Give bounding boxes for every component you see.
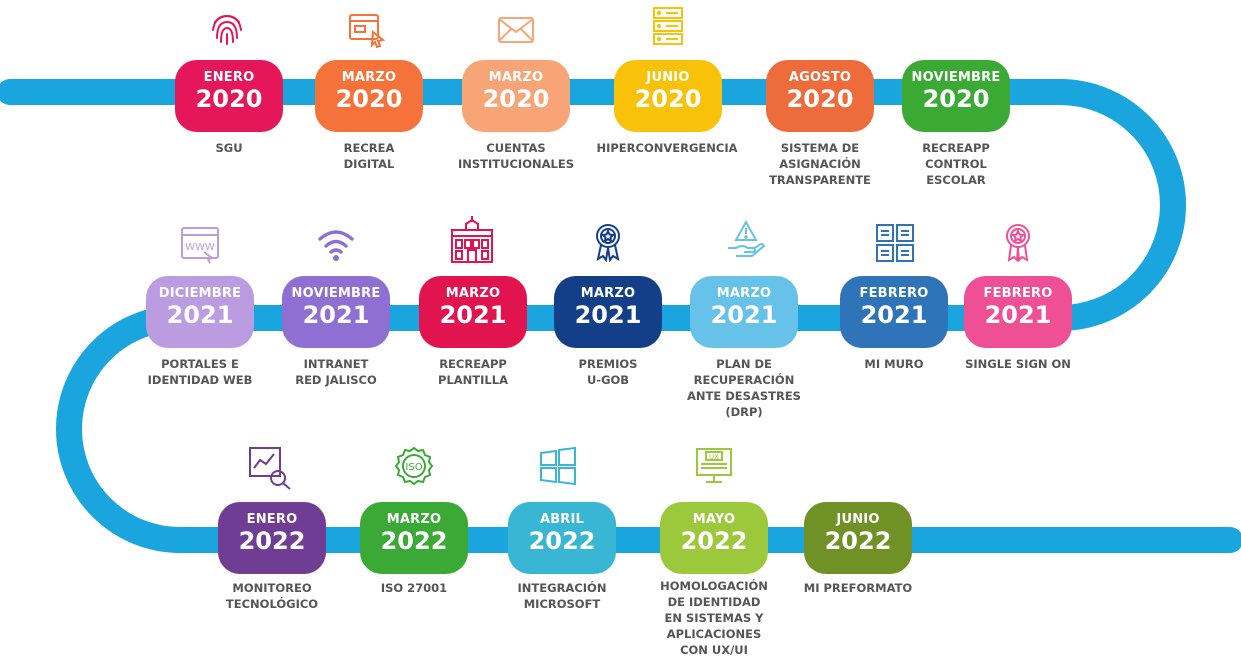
milestone-year: 2021 [710, 301, 778, 329]
milestone-month: MARZO [386, 512, 442, 527]
milestone-label: SISTEMA DE ASIGNACIÓN TRANSPARENTE [769, 141, 871, 187]
svg-text:UX: UX [709, 453, 719, 461]
milestone-pill-abril-2022: ABRIL 2022 [508, 502, 616, 574]
milestone-month: ENERO [203, 70, 255, 85]
milestone-pill-enero-2020: ENERO 2020 [175, 60, 283, 132]
milestone-month: FEBRERO [983, 286, 1053, 301]
web-window-cursor-icon [349, 14, 386, 49]
milestone-label: RECREA DIGITAL [343, 141, 395, 171]
milestone-month: NOVIEMBRE [911, 70, 1001, 85]
milestone-month: ABRIL [539, 512, 585, 527]
milestone-year: 2022 [528, 527, 596, 555]
milestone-month: JUNIO [836, 512, 880, 527]
milestone-year: 2020 [335, 85, 403, 113]
milestone-month: MARZO [445, 286, 501, 301]
milestone-pill-marzo-2021-c: MARZO 2021 [419, 276, 527, 348]
milestone-pill-junio-2020: JUNIO 2020 [614, 60, 722, 132]
milestone-label: SINGLE SIGN ON [965, 357, 1071, 371]
milestone-year: 2021 [166, 301, 234, 329]
milestone-year: 2022 [824, 527, 892, 555]
fingerprint-icon [212, 14, 242, 45]
milestone-month: MAYO [692, 512, 736, 527]
milestone-pill-agosto-2020: AGOSTO 2020 [766, 60, 874, 132]
milestone-pill-marzo-2020-b: MARZO 2020 [462, 60, 570, 132]
milestone-label: CUENTAS INSTITUCIONALES [458, 141, 574, 171]
milestone-year: 2020 [922, 85, 990, 113]
milestone-year: 2020 [482, 85, 550, 113]
award-medal-icon [596, 224, 620, 262]
milestone-label: MONITOREO TECNOLÓGICO [225, 581, 319, 611]
milestone-label: ISO 27001 [380, 581, 448, 595]
milestone-label: PLAN DE RECUPERACIÓN ANTE DESASTRES (DRP… [687, 357, 801, 419]
milestone-pill-marzo-2021-b: MARZO 2021 [554, 276, 662, 348]
milestone-label: PREMIOS U-GOB [578, 357, 638, 387]
milestone-year: 2020 [195, 85, 263, 113]
milestone-pill-mayo-2022: MAYO 2022 [660, 502, 768, 574]
server-rack-icon [653, 7, 683, 45]
milestone-month: MARZO [580, 286, 636, 301]
milestone-year: 2021 [302, 301, 370, 329]
www-browser-icon: WWW [181, 227, 219, 264]
milestone-year: 2021 [439, 301, 507, 329]
iso-badge-icon: ISO [394, 446, 434, 486]
dashboard-panels-icon [876, 224, 914, 262]
milestone-year: 2020 [786, 85, 854, 113]
milestone-month: ENERO [246, 512, 298, 527]
milestone-pill-marzo-2022: MARZO 2022 [360, 502, 468, 574]
milestone-label: INTRANET RED JALISCO [295, 357, 377, 387]
milestone-month: DICIEMBRE [158, 286, 242, 301]
svg-text:ISO: ISO [405, 462, 422, 473]
ux-monitor-icon: UX [696, 448, 732, 483]
milestone-month: MARZO [716, 286, 772, 301]
milestone-year: 2021 [860, 301, 928, 329]
milestone-year: 2021 [984, 301, 1052, 329]
school-building-icon [451, 216, 493, 263]
svg-text:WWW: WWW [185, 242, 215, 253]
analytics-magnifier-icon [249, 447, 291, 490]
milestone-label: PORTALES E IDENTIDAD WEB [147, 357, 253, 387]
award-ribbon-icon [1006, 224, 1030, 262]
milestone-label: INTEGRACIÓN MICROSOFT [517, 581, 607, 611]
milestone-label: HOMOLOGACIÓN DE IDENTIDAD EN SISTEMAS Y … [660, 579, 768, 657]
milestone-month: AGOSTO [788, 70, 852, 85]
milestone-label: MI MURO [864, 357, 924, 371]
milestone-label: HIPERCONVERGENCIA [596, 141, 738, 155]
milestone-label: SGU [215, 141, 243, 155]
milestone-label: RECREAPP CONTROL ESCOLAR [922, 141, 990, 187]
milestone-label: RECREAPP PLANTILLA [438, 357, 508, 387]
wifi-icon [318, 230, 354, 261]
milestone-month: MARZO [341, 70, 397, 85]
milestone-month: NOVIEMBRE [291, 286, 381, 301]
milestone-pill-marzo-2021-a: MARZO 2021 [690, 276, 798, 348]
milestone-year: 2020 [634, 85, 702, 113]
milestone-month: FEBRERO [859, 286, 929, 301]
milestone-label: MI PREFORMATO [803, 581, 913, 595]
milestone-pill-enero-2022: ENERO 2022 [218, 502, 326, 574]
milestone-pill-junio-2022: JUNIO 2022 [804, 502, 912, 574]
milestone-year: 2022 [380, 527, 448, 555]
envelope-icon [498, 17, 534, 43]
milestone-pill-diciembre-2021: DICIEMBRE 2021 [146, 276, 254, 348]
milestone-year: 2022 [680, 527, 748, 555]
milestone-year: 2022 [238, 527, 306, 555]
milestone-month: MARZO [488, 70, 544, 85]
milestone-pill-febrero-2021-a: FEBRERO 2021 [964, 276, 1072, 348]
milestone-year: 2021 [574, 301, 642, 329]
milestone-pill-noviembre-2021: NOVIEMBRE 2021 [282, 276, 390, 348]
milestone-pill-febrero-2021-b: FEBRERO 2021 [840, 276, 948, 348]
milestone-pill-noviembre-2020: NOVIEMBRE 2020 [902, 60, 1010, 132]
milestone-pill-marzo-2020-a: MARZO 2020 [315, 60, 423, 132]
windows-logo-icon [540, 446, 576, 486]
hand-warning-icon [728, 220, 766, 257]
milestone-month: JUNIO [646, 70, 690, 85]
